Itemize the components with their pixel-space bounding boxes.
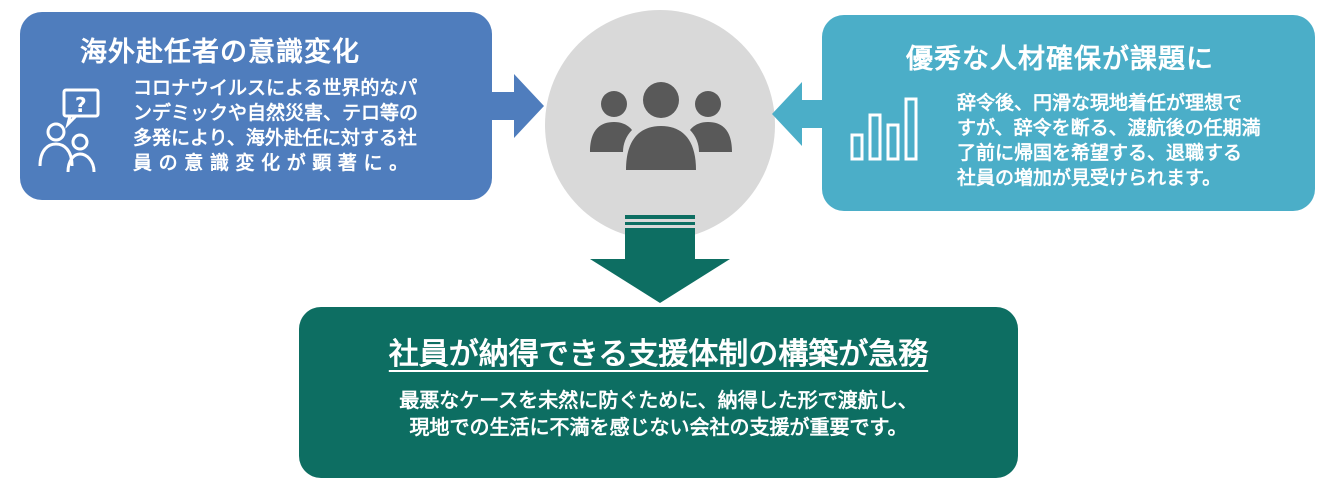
text-line: コロナウイルスによる世界的なパ	[133, 77, 418, 99]
text-line: すが、辞令を断る、渡航後の任期満	[957, 117, 1261, 139]
support-system-text: 最悪なケースを未然に防ぐために、納得した形で渡航し、 現地での生活に不満を感じな…	[299, 387, 1018, 441]
support-system-title: 社員が納得できる支援体制の構築が急務	[388, 337, 929, 372]
arrow-left-icon	[772, 82, 824, 146]
talent-retention-box: 優秀な人材確保が課題に 辞令後、円滑な現地着任が理想で すが、辞令を断る、渡航後…	[822, 15, 1315, 211]
text-line: 了前に帰国を希望する、退職する	[957, 142, 1243, 164]
text-line: ンデミックや自然災害、テロ等の	[133, 102, 419, 124]
group-icon	[590, 82, 732, 170]
text-line: 社員の増加が見受けられます。	[957, 167, 1222, 189]
expat-awareness-box: 海外赴任者の意識変化 ? コロナウイルスによる世界的なパ ンデミックや自然災害、…	[20, 12, 492, 200]
expat-awareness-text: コロナウイルスによる世界的なパ ンデミックや自然災害、テロ等の 多発により、海外…	[133, 76, 418, 176]
text-line: 辞令後、円滑な現地着任が理想で	[957, 92, 1243, 114]
arrow-down-icon	[590, 215, 730, 303]
svg-text:?: ?	[75, 93, 87, 117]
text-line: 現地での生活に不満を感じない会社の支援が重要です。	[409, 415, 908, 439]
bar-chart-icon	[850, 97, 918, 161]
arrow-right-icon	[492, 74, 544, 138]
people-question-icon: ?	[38, 88, 100, 173]
talent-retention-title: 優秀な人材確保が課題に	[906, 44, 1214, 75]
text-line: 最悪なケースを未然に防ぐために、納得した形で渡航し、	[399, 388, 918, 412]
text-line: 多発により、海外赴任に対する社	[133, 127, 417, 149]
text-line: 員 の 意 識 変 化 が 顕 著 に 。	[133, 152, 409, 174]
center-circle	[545, 10, 775, 240]
talent-retention-text: 辞令後、円滑な現地着任が理想で すが、辞令を断る、渡航後の任期満 了前に帰国を希…	[957, 91, 1261, 191]
support-system-box: 社員が納得できる支援体制の構築が急務 最悪なケースを未然に防ぐために、納得した形…	[299, 307, 1018, 478]
expat-awareness-title: 海外赴任者の意識変化	[80, 37, 360, 68]
